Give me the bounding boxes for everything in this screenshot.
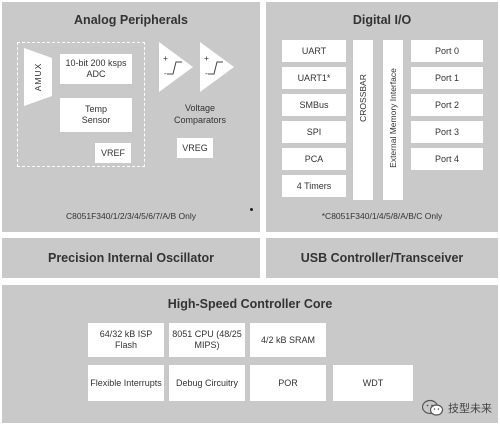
- analog-peripherals-title: Analog Peripherals: [74, 13, 188, 27]
- comparator-1-plus: +: [163, 53, 168, 63]
- emif-label: External Memory Interface: [388, 68, 398, 168]
- adc-block: 10-bit 200 ksps ADC: [60, 54, 132, 84]
- port-block: Port 3: [411, 121, 483, 143]
- analog-peripherals-panel: Analog Peripherals AMUX 10-bit 200 ksps …: [2, 2, 260, 232]
- core-block: 64/32 kB ISP Flash: [88, 323, 164, 357]
- core-block: 4/2 kB SRAM: [250, 323, 326, 357]
- comparator-2: [200, 42, 234, 92]
- port-block: Port 0: [411, 40, 483, 62]
- wechat-icon: [422, 399, 444, 416]
- comparator-1: [159, 42, 193, 92]
- analog-dashed-region: [17, 42, 145, 167]
- peripheral-block: SMBus: [282, 94, 346, 116]
- core-block: Flexible Interrupts: [88, 365, 164, 401]
- core-block: 8051 CPU (48/25 MIPS): [169, 323, 245, 357]
- controller-core-title: High-Speed Controller Core: [167, 297, 333, 311]
- amux-label: AMUX: [33, 62, 43, 92]
- amux-block: [24, 48, 52, 106]
- oscillator-panel: Precision Internal Oscillator: [2, 238, 260, 278]
- vref-block: VREF: [95, 143, 131, 163]
- dot-marker: [250, 208, 253, 211]
- controller-core-panel: High-Speed Controller Core 64/32 kB ISP …: [2, 285, 498, 423]
- watermark-text: 技型未来: [448, 403, 492, 415]
- peripheral-block: SPI: [282, 121, 346, 143]
- comparator-2-minus: -: [205, 68, 208, 78]
- temp-sensor-block: Temp Sensor: [60, 98, 132, 132]
- core-block: WDT: [333, 365, 413, 401]
- vreg-block: VREG: [177, 138, 213, 158]
- core-block: Debug Circuitry: [169, 365, 245, 401]
- digital-io-title: Digital I/O: [352, 13, 412, 27]
- port-block: Port 4: [411, 148, 483, 170]
- crossbar-block: [353, 40, 373, 200]
- analog-note: C8051F340/1/2/3/4/5/6/7/A/B Only: [66, 211, 196, 221]
- peripheral-block: 4 Timers: [282, 175, 346, 197]
- peripheral-block: UART: [282, 40, 346, 62]
- watermark: 技型未来: [422, 399, 492, 417]
- core-block: POR: [250, 365, 326, 401]
- digital-note: *C8051F340/1/4/5/8/A/B/C Only: [321, 211, 443, 221]
- comparator-1-minus: -: [164, 68, 167, 78]
- comparator-2-plus: +: [204, 53, 209, 63]
- crossbar-label: CROSSBAR: [358, 74, 368, 122]
- port-block: Port 2: [411, 94, 483, 116]
- emif-block: [383, 40, 403, 200]
- comparators-label: Voltage Comparators: [173, 103, 227, 125]
- peripheral-block: UART1*: [282, 67, 346, 89]
- usb-title: USB Controller/Transceiver: [300, 251, 464, 265]
- peripheral-block: PCA: [282, 148, 346, 170]
- usb-panel: USB Controller/Transceiver: [266, 238, 498, 278]
- port-block: Port 1: [411, 67, 483, 89]
- oscillator-title: Precision Internal Oscillator: [47, 251, 215, 265]
